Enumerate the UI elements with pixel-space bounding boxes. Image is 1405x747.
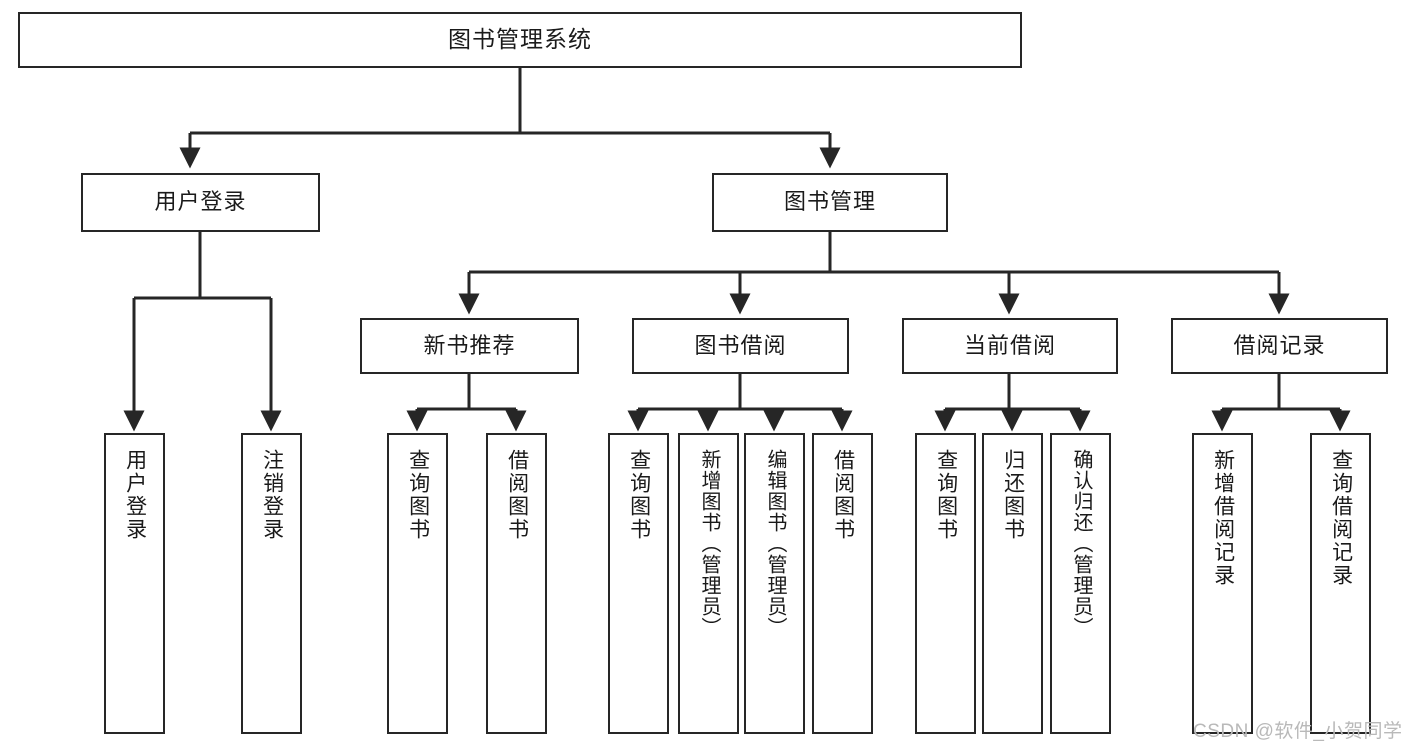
node-borrow-record-label: 借阅记录: [1233, 332, 1326, 358]
leaf-add-book[interactable]: 新增图书（管理员）: [678, 433, 739, 734]
leaf-borrow-book-2-label: 借阅图书: [831, 449, 855, 541]
leaf-borrow-book-1-label: 借阅图书: [505, 449, 529, 541]
node-user-login[interactable]: 用户登录: [81, 173, 320, 232]
leaf-query-record[interactable]: 查询借阅记录: [1310, 433, 1371, 734]
leaf-query-book-1-label: 查询图书: [406, 449, 430, 541]
node-book-management[interactable]: 图书管理: [712, 173, 948, 232]
node-root[interactable]: 图书管理系统: [18, 12, 1022, 68]
leaf-user-login[interactable]: 用户登录: [104, 433, 165, 734]
leaf-confirm-return-label: 确认归还（管理员）: [1070, 449, 1092, 638]
leaf-return-book[interactable]: 归还图书: [982, 433, 1043, 734]
node-new-book-recommend[interactable]: 新书推荐: [360, 318, 579, 374]
leaf-user-login-label: 用户登录: [123, 449, 147, 541]
leaf-query-book-1[interactable]: 查询图书: [387, 433, 448, 734]
leaf-query-record-label: 查询借阅记录: [1329, 449, 1353, 587]
leaf-query-book-3[interactable]: 查询图书: [915, 433, 976, 734]
node-user-login-label: 用户登录: [154, 189, 247, 215]
leaf-query-book-2[interactable]: 查询图书: [608, 433, 669, 734]
leaf-add-record-label: 新增借阅记录: [1211, 449, 1235, 587]
leaf-add-book-label: 新增图书（管理员）: [698, 449, 720, 638]
watermark: CSDN @软件_小贺同学: [1193, 721, 1403, 742]
node-root-label: 图书管理系统: [448, 26, 592, 53]
node-new-book-recommend-label: 新书推荐: [423, 332, 516, 358]
leaf-borrow-book-1[interactable]: 借阅图书: [486, 433, 547, 734]
leaf-confirm-return[interactable]: 确认归还（管理员）: [1050, 433, 1111, 734]
leaf-edit-book[interactable]: 编辑图书（管理员）: [744, 433, 805, 734]
leaf-query-book-3-label: 查询图书: [934, 449, 958, 541]
leaf-add-record[interactable]: 新增借阅记录: [1192, 433, 1253, 734]
leaf-query-book-2-label: 查询图书: [627, 449, 651, 541]
leaf-logout-login-label: 注销登录: [260, 449, 284, 541]
node-current-borrow-label: 当前借阅: [963, 332, 1056, 358]
node-book-borrow[interactable]: 图书借阅: [632, 318, 849, 374]
leaf-edit-book-label: 编辑图书（管理员）: [764, 449, 786, 638]
leaf-borrow-book-2[interactable]: 借阅图书: [812, 433, 873, 734]
node-book-borrow-label: 图书借阅: [694, 332, 787, 358]
leaf-logout-login[interactable]: 注销登录: [241, 433, 302, 734]
leaf-return-book-label: 归还图书: [1001, 449, 1025, 541]
node-book-management-label: 图书管理: [783, 189, 876, 215]
node-borrow-record[interactable]: 借阅记录: [1171, 318, 1388, 374]
node-current-borrow[interactable]: 当前借阅: [902, 318, 1118, 374]
